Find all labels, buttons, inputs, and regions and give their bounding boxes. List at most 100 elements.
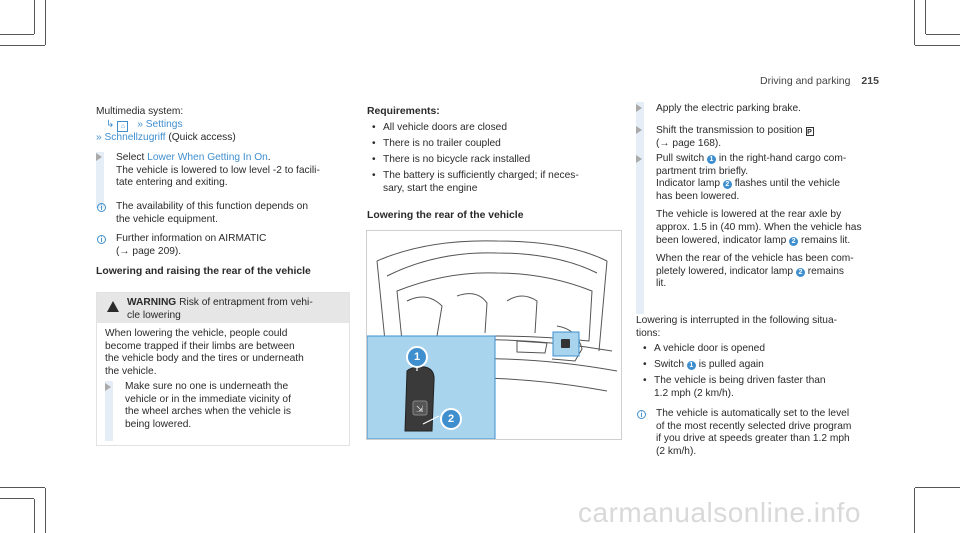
step-arrow-icon: [636, 155, 642, 168]
step-parking-brake: Apply the electric parking brake.: [656, 103, 801, 114]
callout-2-badge: 2: [789, 236, 799, 246]
step-bar: [96, 152, 104, 208]
info-line: Further information on AIRMATIC: [116, 233, 267, 244]
interrupt-intro: Lowering is interrupted in the following…: [636, 315, 906, 340]
callout-1-badge: 1: [706, 155, 716, 164]
list-item: The vehicle is being driven faster than: [643, 375, 826, 388]
section-title: Driving and parking: [760, 75, 851, 87]
info-note-2: Further information on AIRMATIC (→ page …: [116, 233, 356, 258]
warning-header: WARNING Risk of entrapment from vehi- cl…: [97, 293, 349, 323]
warning-step-line: Make sure no one is underneath the: [125, 381, 289, 392]
info-icon: i: [97, 202, 106, 215]
info-line: if you drive at speeds greater than 1.2 …: [656, 433, 850, 445]
crop-mark: [925, 0, 926, 34]
list-text: Switch: [654, 359, 685, 370]
crop-mark: [0, 487, 45, 488]
para-line: approx. 1.5 in (40 mm). When the vehicle…: [656, 221, 862, 233]
step-line: (→ page 168).: [656, 137, 722, 149]
quick-access-note: (Quick access): [168, 131, 236, 143]
crop-mark: [34, 0, 35, 34]
list-item: A vehicle door is opened: [643, 343, 765, 356]
path-intro: Multimedia system:: [96, 106, 184, 117]
callout-1: 1: [406, 346, 428, 368]
step-line: flashes until the vehicle: [734, 178, 841, 190]
quick-access-link[interactable]: Schnellzugriff: [104, 131, 166, 143]
cargo-compartment-illustration: ⇲: [367, 240, 618, 439]
warning-step-line: being lowered.: [125, 418, 192, 430]
step-arrow-icon: [636, 126, 642, 139]
step-arrow-icon: [105, 383, 111, 396]
step-arrow-icon: [96, 153, 102, 166]
return-arrow-icon: ↳: [106, 118, 115, 130]
settings-link[interactable]: Settings: [145, 118, 183, 130]
step-text-line: tate entering and exiting.: [116, 177, 228, 189]
warning-step-line: the wheel arches when the vehicle is: [125, 406, 291, 418]
svg-text:⇲: ⇲: [416, 405, 424, 415]
crop-mark: [914, 488, 915, 533]
crop-mark: [0, 34, 34, 35]
list-item: Switch 1 is pulled again: [643, 359, 764, 372]
warning-line: Risk of entrapment from vehi-: [179, 297, 313, 308]
crop-mark: [0, 45, 45, 46]
info-line: of the most recently selected drive prog…: [656, 420, 852, 432]
para-line: The vehicle is lowered at the rear axle …: [656, 209, 842, 221]
step-select: Select Lower When Getting In On. The veh…: [116, 152, 356, 190]
warning-body-line: the vehicle body and the tires or undern…: [105, 353, 304, 365]
warning-body-line: become trapped if their limbs are betwee…: [105, 340, 295, 352]
running-header: Driving and parking 215: [760, 75, 879, 88]
cargo-figure: ⇲ 1 2: [366, 230, 622, 440]
callout-2-badge: 2: [795, 267, 805, 277]
warning-line: cle lowering: [127, 309, 181, 321]
step-line: Indicator lamp: [656, 178, 720, 190]
chevron-icon: »: [137, 118, 143, 130]
select-prefix: Select: [116, 152, 145, 163]
crop-mark: [915, 487, 960, 488]
menu-path-quick: » Schnellzugriff (Quick access): [96, 132, 346, 145]
para-line: When the rear of the vehicle has been co…: [656, 253, 854, 265]
left-column: Multimedia system: ↳ ⌂ » Settings » Schn…: [96, 106, 346, 144]
info-line: (→ page 209).: [116, 245, 182, 257]
info-note-right: The vehicle is automatically set to the …: [656, 408, 916, 458]
lowering-heading: Lowering the rear of the vehicle: [367, 210, 524, 221]
interrupt-line: Lowering is interrupted in the following…: [636, 315, 838, 326]
para-line: remains lit.: [800, 234, 851, 246]
list-item: All vehicle doors are closed: [372, 122, 507, 135]
warning-title: WARNING: [127, 297, 177, 308]
lower-when-getting-in-option[interactable]: Lower When Getting In On: [147, 152, 268, 163]
section-heading: Lowering and raising the rear of the veh…: [96, 266, 311, 277]
crop-mark: [926, 34, 960, 35]
crop-mark: [45, 0, 46, 45]
step-shift: Shift the transmission to position P (→ …: [656, 125, 906, 150]
info-line: (2 km/h).: [656, 445, 697, 457]
step-line: Shift the transmission to position: [656, 125, 803, 136]
warning-step: Make sure no one is underneath the vehic…: [125, 381, 345, 431]
watermark: carmanualsonline.info: [578, 497, 861, 528]
step-line: partment trim briefly.: [656, 165, 749, 177]
warning-body-line: When lowering the vehicle, people could: [105, 328, 288, 339]
list-item: There is no bicycle rack installed: [372, 154, 530, 167]
warning-box: WARNING Risk of entrapment from vehi- cl…: [96, 292, 350, 446]
crop-mark: [915, 45, 960, 46]
chevron-icon: »: [96, 131, 102, 143]
step-bar: [636, 102, 644, 124]
step-bar: [636, 152, 644, 314]
step-line: Pull switch: [656, 153, 705, 164]
para-line: remains: [807, 265, 844, 277]
para-line: been lowered, indicator lamp: [656, 234, 787, 246]
step-line: has been lowered.: [656, 190, 740, 202]
callout-2-badge: 2: [722, 180, 732, 190]
warning-triangle-icon: [107, 301, 119, 312]
crop-mark: [45, 488, 46, 533]
list-item: The battery is sufficiently charged; if …: [372, 170, 579, 183]
para-line: lit.: [656, 278, 667, 290]
warning-body-line: the vehicle.: [105, 365, 157, 377]
step-pull-switch: Pull switch 1 in the right-hand cargo co…: [656, 153, 916, 291]
list-item: There is no trailer coupled: [372, 138, 501, 151]
step-text-line: The vehicle is lowered to low level -2 t…: [116, 164, 320, 176]
page-number: 215: [861, 75, 879, 87]
list-item-continuation: sary, start the engine: [383, 183, 478, 194]
home-icon: ⌂: [117, 120, 129, 132]
step-bar: [636, 124, 644, 152]
callout-2: 2: [440, 408, 462, 430]
warning-text: WARNING Risk of entrapment from vehi- cl…: [127, 297, 342, 322]
